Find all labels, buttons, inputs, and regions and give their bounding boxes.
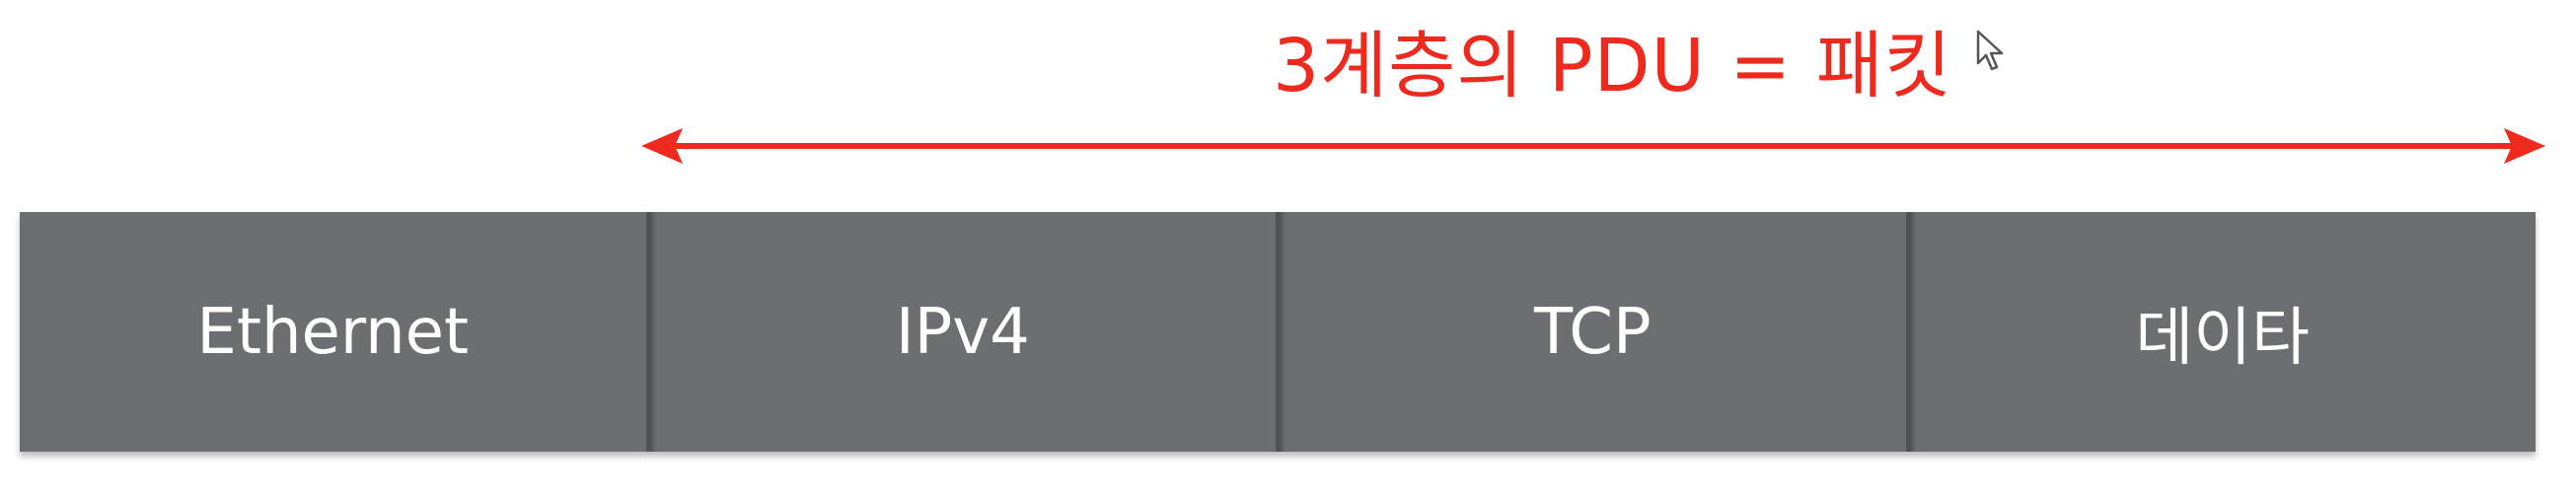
segment-label: Ethernet — [196, 295, 470, 369]
segment-label: IPv4 — [895, 295, 1030, 369]
packet-bar: Ethernet IPv4 TCP 데이타 — [20, 212, 2536, 452]
pdu-title: 3계층의 PDU = 패킷 — [1273, 24, 1952, 108]
segment-label: TCP — [1533, 295, 1652, 369]
segment-data: 데이타 — [1905, 212, 2536, 452]
segment-tcp: TCP — [1276, 212, 1906, 452]
segment-ethernet: Ethernet — [20, 212, 646, 452]
segment-ipv4: IPv4 — [645, 212, 1276, 452]
double-headed-arrow-icon — [641, 128, 2545, 164]
mouse-pointer-icon — [1976, 30, 2004, 71]
segment-label: 데이타 — [2135, 301, 2311, 375]
